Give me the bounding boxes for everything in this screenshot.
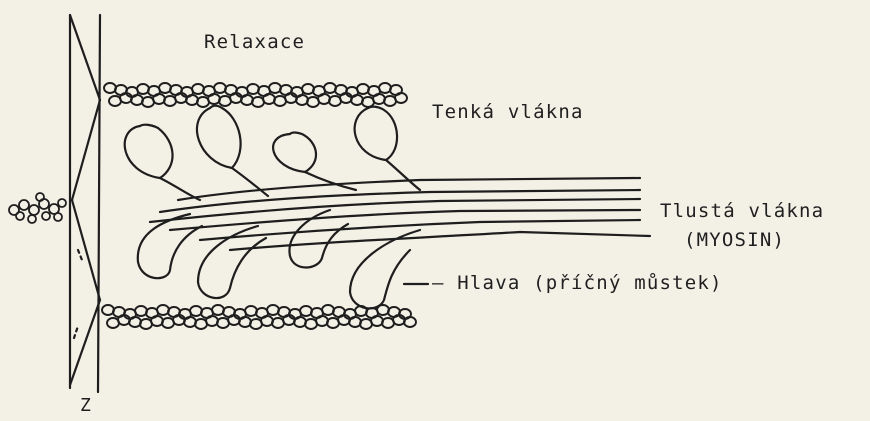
actin-bead [239, 317, 251, 327]
actin-bead [267, 305, 279, 315]
actin-bead [153, 94, 165, 104]
thick-filament-label: Tlustá vlákna [660, 200, 824, 222]
cross-bridge-head-label: — Hlava (příčný můstek) [432, 272, 723, 294]
actin-bead [208, 94, 220, 104]
actin-bead [302, 84, 314, 94]
actin-bead [269, 83, 281, 93]
actin-bead [373, 94, 385, 104]
actin-bead [379, 83, 391, 93]
actin-bead [241, 95, 253, 105]
actin-bead [206, 316, 218, 326]
actin-bead [104, 83, 116, 93]
actin-cluster [9, 193, 66, 223]
actin-bead [404, 317, 416, 327]
actin-bead [129, 317, 141, 327]
actin-bead [186, 95, 198, 105]
myosin-heads-lower [138, 210, 420, 308]
actin-bead [261, 316, 273, 326]
actin-bead [212, 305, 224, 315]
actin-bead [192, 84, 204, 94]
diagram-title: Relaxace [204, 31, 305, 53]
actin-bead [294, 317, 306, 327]
actin-bead [184, 317, 196, 327]
actin-bead [102, 305, 114, 315]
actin-bead [159, 83, 171, 93]
actin-bead [190, 306, 202, 316]
actin-bead [157, 305, 169, 315]
actin-bead [296, 95, 308, 105]
actin-bead [247, 84, 259, 94]
actin-bead [151, 316, 163, 326]
actin-bead [316, 316, 328, 326]
actin-bead [322, 305, 334, 315]
actin-bead [300, 306, 312, 316]
actin-bead [349, 317, 361, 327]
thin-filament-label: Tenká vlákna [432, 101, 584, 123]
actin-bead [395, 93, 407, 103]
actin-bead [351, 95, 363, 105]
actin-bead [135, 306, 147, 316]
actin-bead [137, 84, 149, 94]
myosin-heads-upper [125, 106, 420, 200]
myosin-label: (MYOSIN) [684, 229, 785, 251]
z-line-label: Z [80, 395, 92, 416]
thin-filament-top [104, 83, 407, 107]
actin-bead [324, 83, 336, 93]
actin-bead [131, 95, 143, 105]
actin-bead [371, 316, 383, 326]
actin-bead [263, 94, 275, 104]
actin-bead [214, 83, 226, 93]
actin-bead [245, 306, 257, 316]
z-line [70, 15, 100, 392]
actin-bead [357, 84, 369, 94]
actin-bead [318, 94, 330, 104]
